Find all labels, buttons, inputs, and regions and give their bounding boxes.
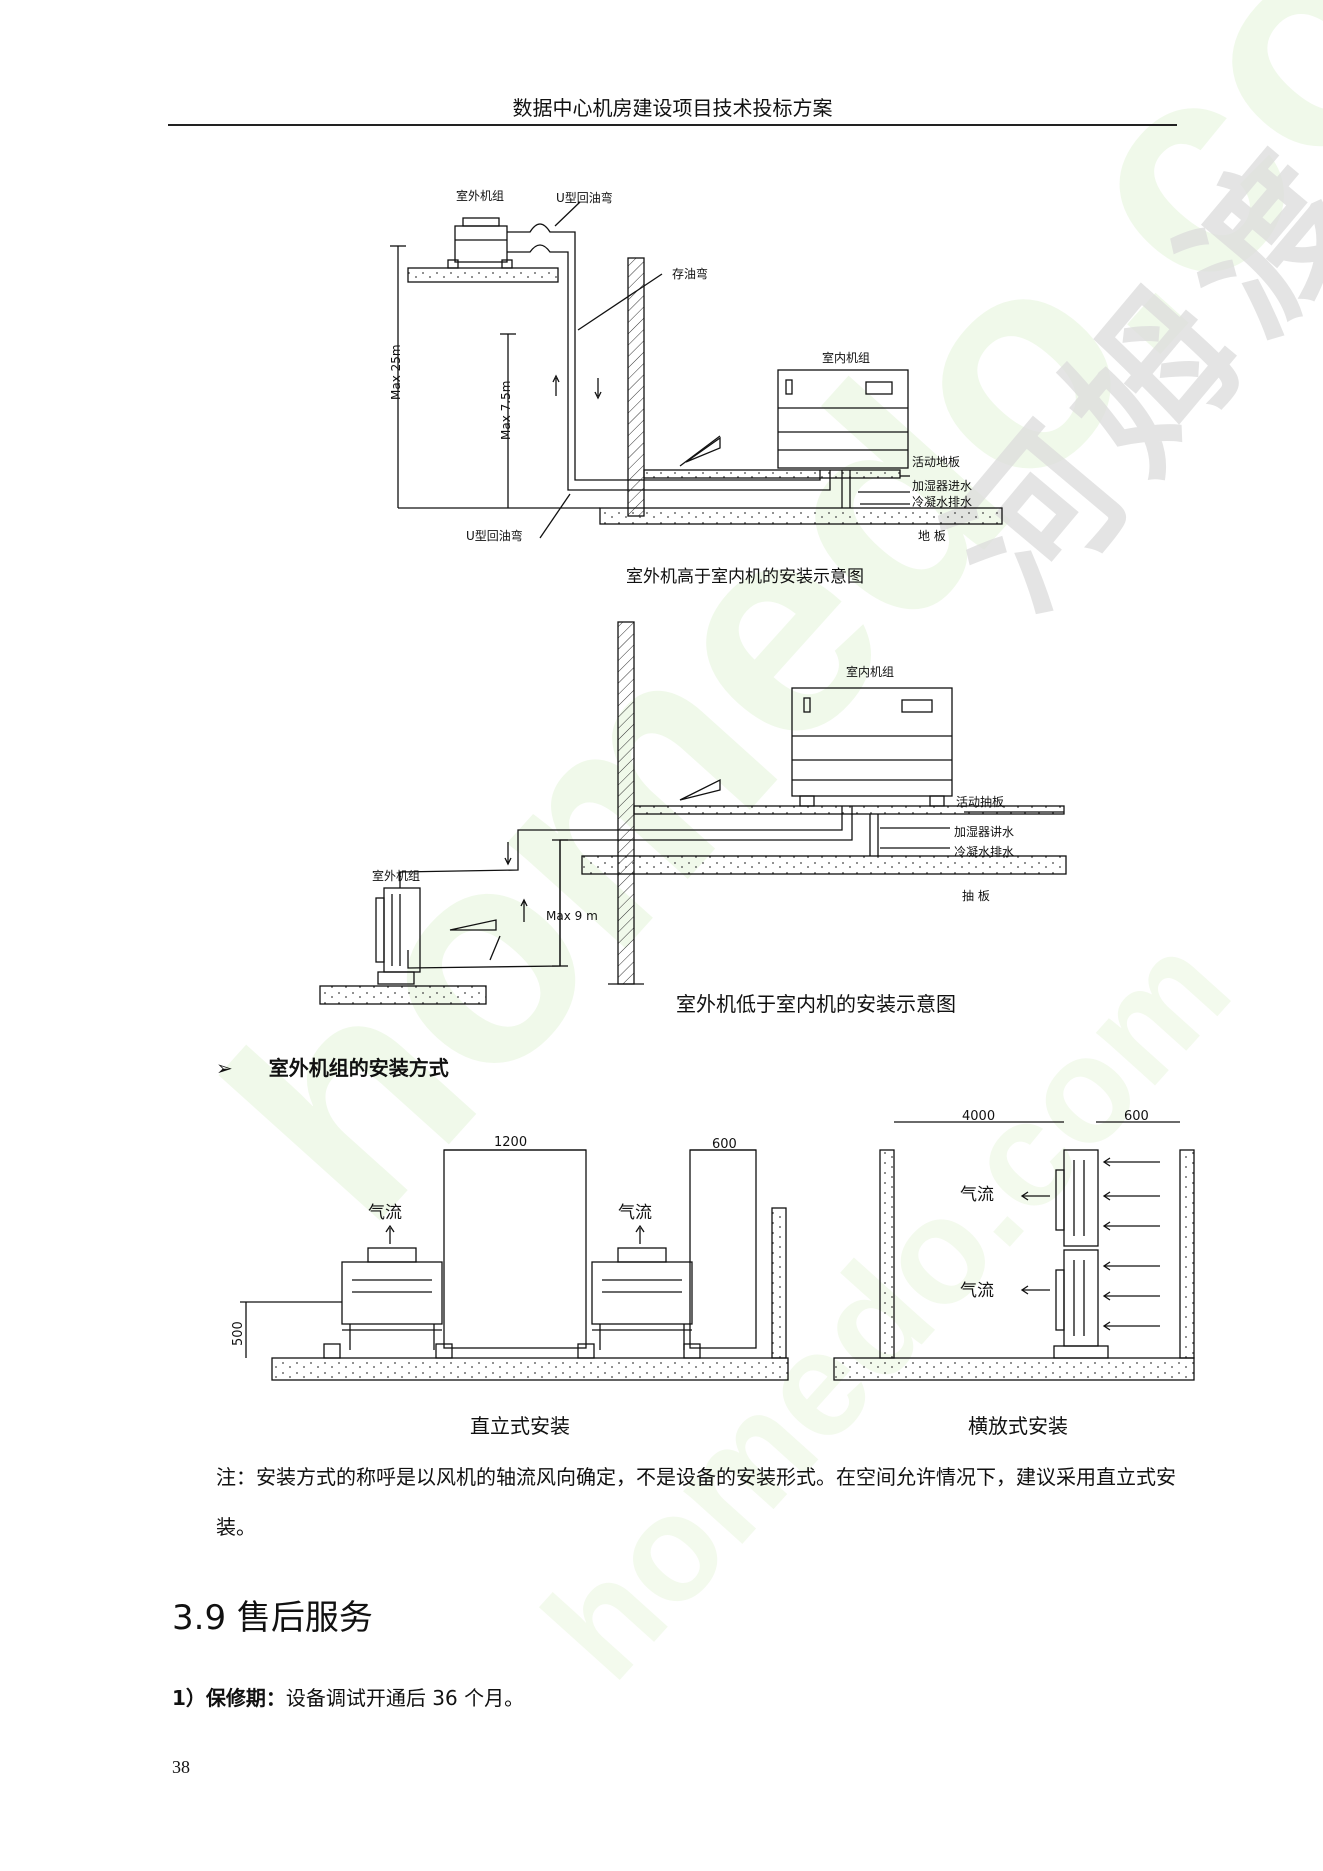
space-1200	[443, 1149, 587, 1349]
d2-label-max9: Max 9 m	[546, 909, 598, 923]
caption-diagram-3: 直立式安装	[470, 1414, 570, 1438]
bullet-install-methods: ➢ 室外机组的安装方式	[216, 1052, 449, 1081]
d2-label-floor: 抽 板	[962, 889, 990, 903]
page-number: 38	[172, 1757, 190, 1777]
d1-label-floor: 地 板	[918, 529, 946, 543]
d1-label-outdoor: 室外机组	[456, 188, 504, 203]
warranty-paragraph: 1）保修期：设备调试开通后 36 个月。	[172, 1682, 524, 1711]
base-slab-4	[833, 1357, 1195, 1381]
vertical-unit-a	[323, 1247, 453, 1359]
base-slab-3	[271, 1357, 789, 1381]
section-title: 3.9 售后服务	[172, 1598, 373, 1638]
d1-label-raised-floor: 活动地板	[912, 455, 960, 469]
d1-label-oil-trap: 存油弯	[672, 266, 708, 281]
d2-label-raised-floor: 活动抽板	[956, 795, 1004, 809]
d1-label-u-trap-bottom: U型回油弯	[466, 528, 523, 543]
diagram-outdoor-higher	[390, 201, 1003, 539]
d1-label-max75: Max 7.5m	[499, 381, 513, 440]
diagram-horizontal-install	[833, 1121, 1195, 1381]
d4-airflow-1: 气流	[960, 1185, 994, 1205]
diagram-outdoor-lower	[319, 621, 1067, 1005]
d1-label-indoor: 室内机组	[822, 350, 870, 365]
ground-slab-1	[599, 507, 1003, 525]
vertical-unit-b	[577, 1247, 701, 1359]
page-header: 数据中心机房建设项目技术投标方案	[168, 92, 1177, 126]
d2-label-humid-in: 加湿器讲水	[954, 824, 1014, 839]
indoor-unit-1	[777, 369, 909, 469]
d2-label-outdoor: 室外机组	[372, 868, 420, 883]
outdoor-unit-2	[383, 887, 421, 973]
horizontal-unit-top	[1055, 1149, 1099, 1247]
warranty-label: 1）保修期：	[172, 1686, 286, 1710]
d3-dim-600: 600	[712, 1137, 737, 1152]
d1-label-humid-in: 加湿器进水	[912, 478, 972, 493]
d3-airflow-2: 气流	[618, 1203, 652, 1223]
bullet-arrow-icon: ➢	[216, 1056, 233, 1080]
wall-1	[627, 257, 645, 517]
d1-label-max25: Max 25m	[389, 344, 403, 400]
flow-arrows	[1102, 1157, 1160, 1331]
bullet-text: 室外机组的安装方式	[268, 1056, 449, 1080]
outdoor-unit-1	[454, 225, 508, 263]
horizontal-unit-bottom	[1053, 1249, 1109, 1359]
ground-slab-2	[581, 855, 1067, 875]
d2-label-indoor: 室内机组	[846, 664, 894, 679]
install-note: 注：安装方式的称呼是以风机的轴流风向确定，不是设备的安装形式。在空间允许情况下，…	[216, 1465, 1176, 1539]
d4-dim-4000: 4000	[962, 1109, 995, 1124]
d1-label-u-trap-top: U型回油弯	[556, 190, 613, 205]
caption-diagram-1: 室外机高于室内机的安装示意图	[626, 567, 864, 587]
caption-diagram-4: 横放式安装	[968, 1414, 1068, 1438]
d2-label-cond-drain: 冷凝水排水	[954, 844, 1014, 859]
d3-dim-1200: 1200	[494, 1135, 527, 1150]
d4-dim-600: 600	[1124, 1109, 1149, 1124]
roof-slab	[407, 267, 559, 283]
wall-2	[617, 621, 635, 985]
caption-diagram-2: 室外机低于室内机的安装示意图	[676, 992, 956, 1016]
warranty-text: 设备调试开通后 36 个月。	[285, 1686, 525, 1710]
d3-airflow-1: 气流	[368, 1203, 402, 1223]
indoor-unit-2	[791, 687, 953, 797]
d1-label-cond-drain: 冷凝水排水	[912, 494, 972, 509]
space-600	[689, 1149, 757, 1349]
d4-airflow-2: 气流	[960, 1281, 994, 1301]
diagram-vertical-install	[240, 1149, 789, 1381]
d3-dim-500: 500	[231, 1321, 246, 1346]
header-title: 数据中心机房建设项目技术投标方案	[512, 96, 833, 120]
outdoor-base-2	[319, 985, 487, 1005]
